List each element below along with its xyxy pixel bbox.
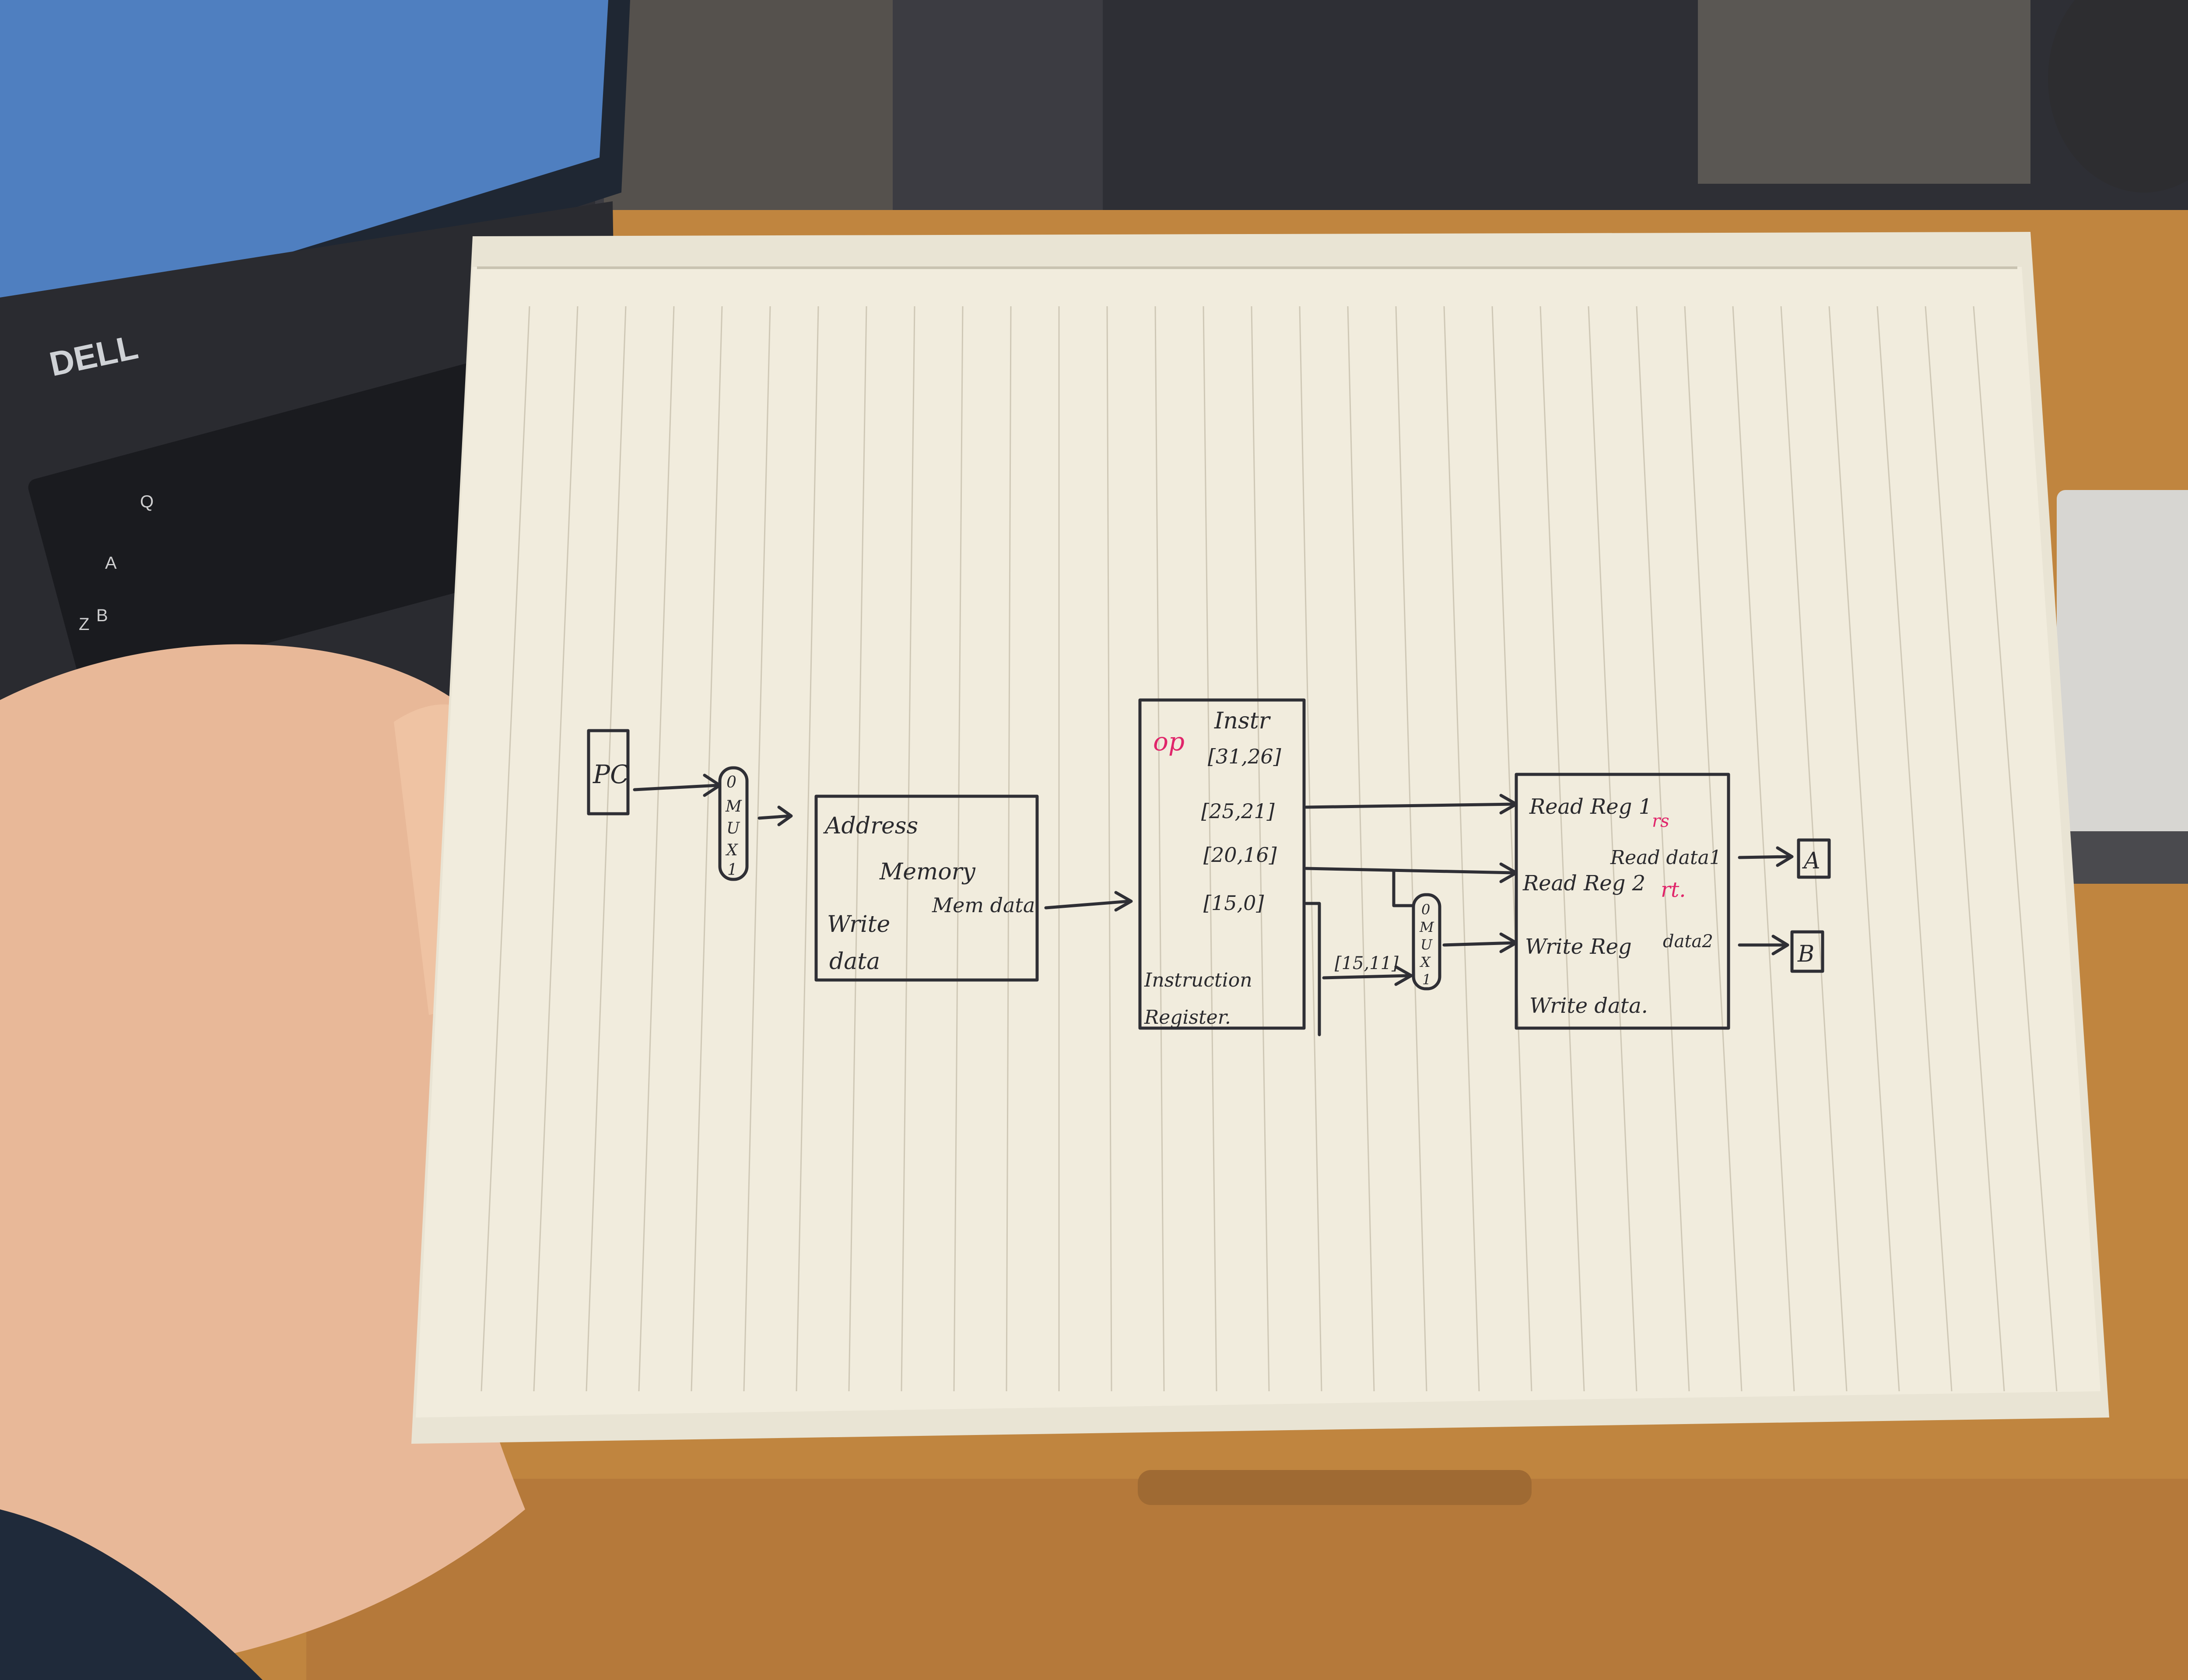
arrowhead-mux-to-memory [777,805,793,826]
arrowhead-to-b [1771,934,1789,956]
hand [0,644,525,1680]
mux-left-label-m: M [725,798,742,816]
arrowhead-to-a [1776,846,1794,867]
rf-data2-label: data2 [1663,931,1713,952]
mux-right-label-0: 0 [1421,901,1430,918]
rf-writedata-label: Write data. [1529,994,1648,1018]
speaker-right-cone [2048,0,2188,192]
mux-right-label-u: U [1420,936,1433,953]
mux-left-label-x: X [725,841,738,859]
arrow-pc-to-mux [633,784,719,791]
field-15-11-label: [15,11] [1335,953,1399,973]
ir-instr-label: Instr [1214,708,1271,734]
register-file-box [1515,773,1730,1030]
arrow-to-a [1738,855,1792,859]
mux-right-label-1: 1 [1422,971,1431,988]
desk-drawer [306,1479,2188,1680]
instruction-register-box [1138,698,1306,1030]
laptop-screen-image [0,0,608,341]
output-b-label: B [1797,941,1814,967]
wire-15-11-to-mux [1322,974,1411,980]
ir-op-label: op [1153,727,1185,756]
mux-right-box [1412,893,1441,990]
rf-rt-label: rt. [1661,878,1686,902]
pc-box [587,729,630,816]
ir-name-line1: Instruction [1144,969,1252,991]
key-label-a: A [105,553,117,573]
ir-name-line2: Register. [1144,1006,1231,1029]
wire-15-0-down [1304,902,1321,1036]
laptop-keyboard [28,347,589,691]
arrow-memory-to-ir [1044,900,1131,910]
ir-field-25-21: [25,21] [1201,799,1275,823]
key-label-q: Q [140,492,154,511]
drawer-handle [1138,1470,1532,1505]
ir-field-31-26: [31,26] [1208,745,1281,768]
output-a-box [1797,838,1831,879]
rf-readreg2-label: Read Reg 2 [1522,871,1645,896]
wire-20-16-to-mux-right [1392,869,1415,907]
ruled-lines [480,306,2058,1392]
memory-memdata-label: Mem data [932,893,1035,917]
ir-field-20-16: [20,16] [1203,843,1277,867]
mux-right-label-x: X [1419,954,1431,970]
mux-left-label-0: 0 [726,774,736,791]
speaker-right [1698,0,2030,184]
rf-rs-label: rs [1652,811,1669,831]
arrowhead-15-11 [1394,965,1413,986]
output-a-label: A [1802,848,1820,874]
rf-readdata1-label: Read data1 [1610,847,1722,869]
external-keyboard [2057,490,2188,866]
speaker-left [604,0,893,228]
key-label-z: Z [79,615,89,634]
rf-writereg-label: Write Reg [1525,934,1632,959]
mux-right-label-m: M [1419,919,1434,935]
memory-data-label: data [829,948,880,975]
arrow-mux-to-writereg [1442,941,1516,947]
wire-20-16-to-readreg2 [1304,867,1516,875]
wire-25-21-to-readreg1 [1304,802,1516,809]
external-keyboard-base [2057,831,2188,884]
output-b-box [1790,930,1824,973]
memory-address-label: Address [823,813,918,839]
mux-left-box [718,766,749,881]
sleeve [0,1509,263,1680]
ir-field-15-0: [15,0] [1203,891,1264,915]
arrow-mux-to-memory [757,814,792,820]
pc-label: PC [593,760,629,789]
memory-box [814,794,1039,982]
memory-write-label: Write [827,911,890,938]
arrowhead-memory-to-ir [1114,891,1133,912]
rf-readreg1-label: Read Reg 1 [1529,794,1652,819]
key-label-b: B [96,606,108,625]
mux-left-label-1: 1 [727,861,737,879]
memory-title: Memory [879,859,975,885]
notebook-page [416,267,2100,1418]
mux-left-label-u: U [726,819,740,837]
